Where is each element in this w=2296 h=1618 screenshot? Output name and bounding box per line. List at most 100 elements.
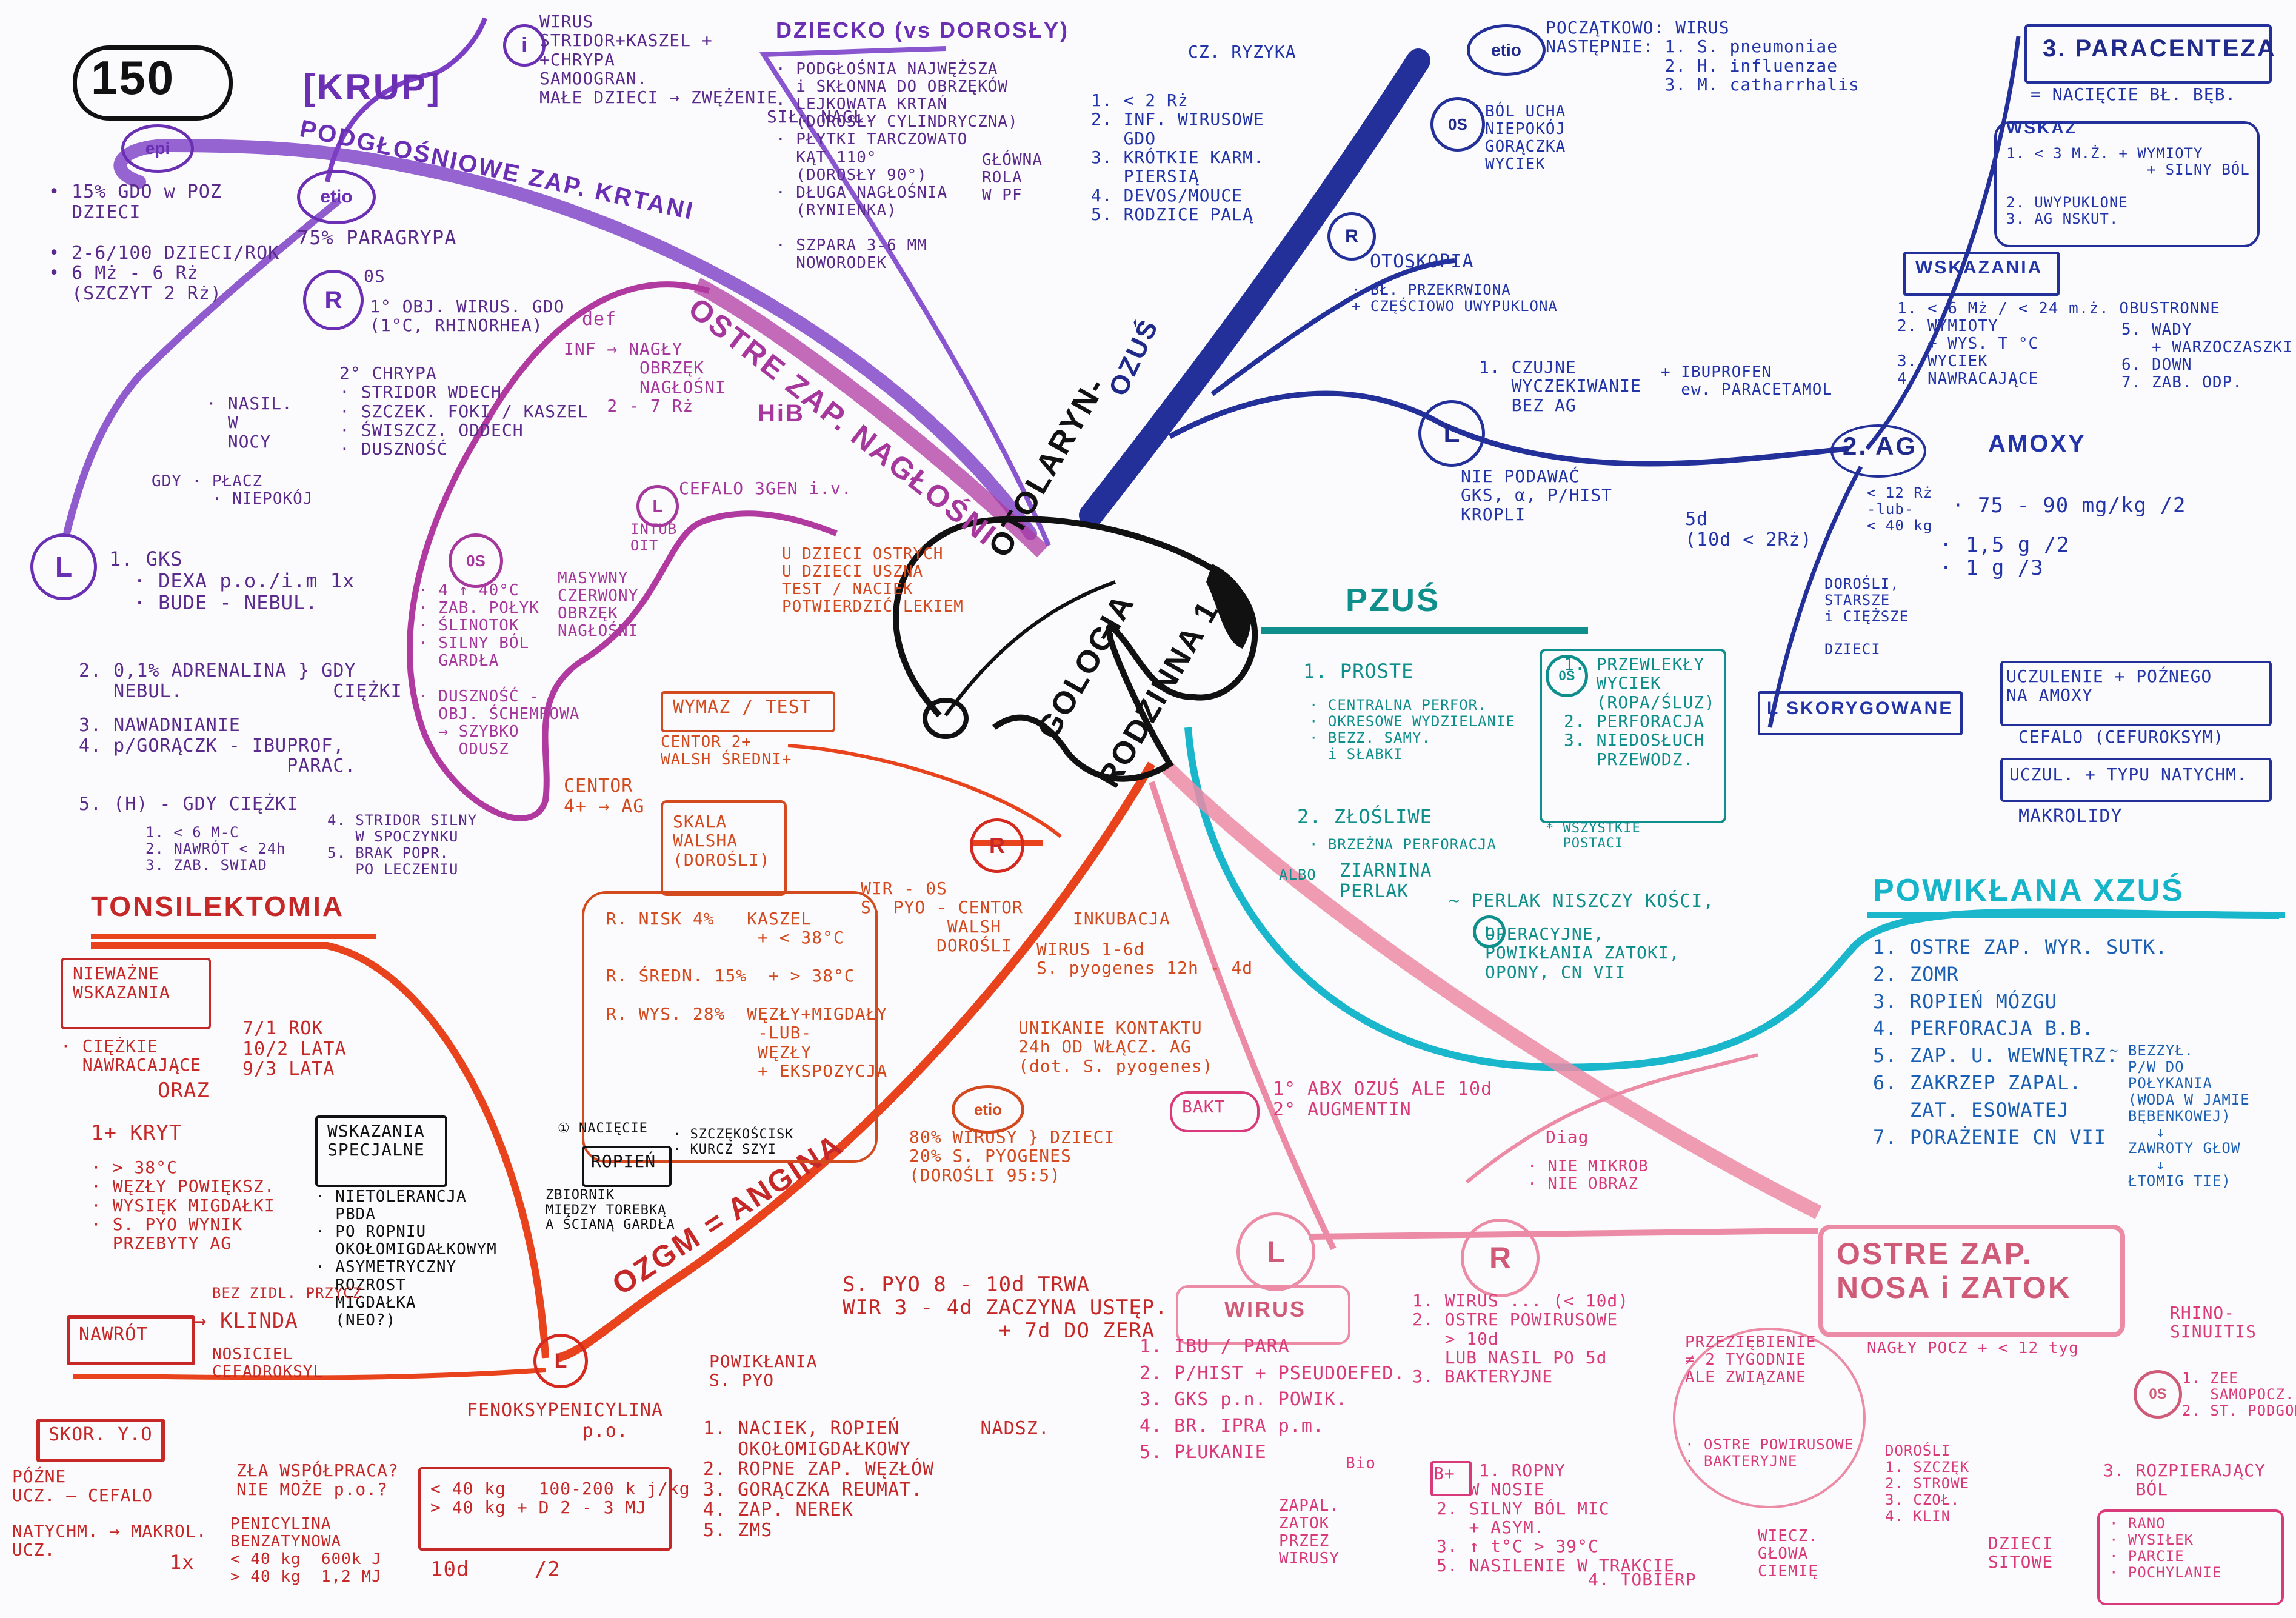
sinusitis-diag: Diag (1546, 1127, 1589, 1147)
otitis-lek1v: CEFALO (CEFUROKSYM) (2018, 727, 2224, 747)
croup-l-icon: L (30, 533, 97, 600)
ear-outer (893, 516, 1258, 782)
pharyngitis-ropien: ROPIEŃ (591, 1151, 656, 1171)
croup-top-branch (325, 17, 487, 182)
otitis-paracentesis: 3. PARACENTEZA (2043, 35, 2277, 62)
croup-epi-icon: epi (121, 124, 194, 173)
tonsil-peni: PENICYLINA BENZATYNOWA < 40 kg 600k J > … (230, 1515, 382, 1586)
croup-etio: 75% PARAGRYPA (297, 226, 457, 249)
croup-l5-list2: 4. STRIDOR SILNY W SPOCZYNKU 5. BRAK POP… (327, 812, 478, 878)
tonsil-skor: SKOR. Y.O (48, 1424, 153, 1445)
otitis-os-list: BÓL UCHA NIEPOKÓJ GORĄCZKA WYCIEK (1485, 102, 1566, 174)
otitis-lek1: UCZULENIE + POŹNEGO NA AMOXY (2006, 666, 2212, 706)
otitis-otoscopy-list: · BŁ. PRZEKRWIONA + CZĘŚCIOWO UWYPUKLONA (1352, 281, 1558, 315)
epiglottitis-swollen: MASYWNY CZERWONY OBRZĘK NAGŁOŚNI (558, 569, 639, 641)
pzus-p2-list: · BRZEŻNA PERFORACJA (1309, 836, 1497, 853)
croup-info: WIRUS STRIDOR+KASZEL + +CHRYPA SAMOOGRAN… (539, 12, 875, 127)
tonsil-nawrot: NAWRÓT (79, 1324, 149, 1345)
otitis-ibu: + IBUPROFEN ew. PARACETAMOL (1661, 363, 1833, 399)
tonsil-skor-box (36, 1419, 165, 1462)
pharyngitis-child: U DZIECI OSTRYCH U DZIECI USZNA TEST / N… (782, 545, 964, 617)
child-side: GŁÓWNA ROLA W PF (982, 151, 1043, 205)
otitis-r-icon: R (1327, 212, 1376, 261)
page-number: 150 (91, 51, 176, 104)
epiglottitis-symptoms: · 4 ↑ 40°C · ZAB. POŁYK · ŚLINOTOK · SIL… (418, 581, 580, 758)
pharyngitis-scale-rows-box (582, 891, 878, 1163)
otitis-lek-label: L SKORYGOWANE (1767, 698, 1954, 718)
otitis-lek2: UCZUL. + TYPU NATYCHM. (2009, 764, 2248, 784)
sinusitis-bio: Bio (1346, 1454, 1376, 1473)
epiglottitis-l-icon: L (636, 485, 679, 527)
pharyngitis-fenoksy: FENOKSYPENICYLINA p.o. (467, 1400, 664, 1442)
pharyngitis-scale-box (661, 800, 787, 896)
child-list: · PODGŁOŚNIA NAJWĘŻSZA i SKŁONNA DO OBRZ… (776, 60, 1018, 273)
ear-cap (1206, 564, 1251, 649)
pzus-p1-list: · CENTRALNA PERFOR. · OKRESOWE WYDZIELAN… (1309, 697, 1515, 763)
otitis-dose2: DOROŚLI, STARSZE i CIĘŻSZE DZIECI (1824, 575, 1909, 658)
otitis-branch (1079, 48, 1430, 527)
sinusitis-overlap: PRZEZIĘBIENIE ≠ 2 TYGODNIE ALE ZWIĄZANE (1685, 1333, 1817, 1387)
sinusitis-title-box (1818, 1225, 2125, 1337)
tonsillectomy-title: TONSILEKTOMIA (91, 891, 345, 922)
pharyngitis-wymaz: WYMAZ / TEST (673, 697, 812, 718)
sinusitis-rozpier-box (2097, 1509, 2284, 1605)
pharyngitis-branch (556, 761, 1156, 1362)
complicated-list: 1. OSTRE ZAP. WYR. SUTK. 2. ZOMR 3. ROPI… (1873, 935, 2168, 1149)
otitis-sub3 (1865, 36, 2021, 450)
epiglottitis-branch (693, 278, 1048, 558)
croup-subbranch (63, 197, 342, 535)
croup-info-icon: i (503, 24, 546, 67)
epiglottitis-loop (407, 281, 838, 821)
sinusitis-virus-box (1176, 1285, 1350, 1345)
ear-canal (923, 698, 969, 739)
croup-epi: • 15% GDO w POZ DZIECI • 2-6/100 DZIECI/… (48, 181, 280, 304)
sinusitis-os-icon: 0S (2134, 1370, 2182, 1419)
sinusitis-bakt: 1° ABX OZUŚ ALE 10d 2° AUGMENTIN (1273, 1078, 1493, 1120)
croup-title: [KRUP] (303, 67, 441, 107)
pharyngitis-incub-label: INKUBACJA (1073, 909, 1170, 929)
pzus-title: PZUŚ (1346, 582, 1441, 618)
sinusitis-overlap-list: · OSTRE POWIRUSOWE · BAKTERYJNE (1685, 1436, 1854, 1469)
croup-etio-icon: etio (297, 170, 376, 224)
pzus-l-icon: L (1473, 915, 1506, 948)
otitis-ag-box (1830, 424, 1926, 478)
otitis-lek2-box (2000, 758, 2272, 802)
pzus-os-list: 1. PRZEWLEKŁY WYCIEK (ROPA/ŚLUZ) 2. PERF… (1564, 654, 1716, 769)
croup-night: · NASIL. W NOCY (206, 393, 293, 452)
croup-r-icon: R (303, 270, 364, 330)
pzus-os-box (1540, 649, 1726, 823)
pharyngitis-centor: CENTOR 2+ WALSH ŚREDNI+ (661, 733, 792, 769)
tonsil-plus: 1+ KRYT (91, 1121, 182, 1145)
tonsil-oraz: ORAZ (158, 1078, 210, 1103)
pzus-p2b: ZIARNINA PERLAK (1340, 860, 1432, 902)
pharyngitis-r-list: WIR - 0S S. PYO - CENTOR WALSH DOROŚLI (861, 878, 1023, 956)
otitis-etio: POCZĄTKOWO: WIRUS NASTĘPNIE: 1. S. pneum… (1546, 18, 1860, 95)
tonsil-branch (91, 942, 549, 1359)
pharyngitis-wymaz-box (661, 691, 835, 732)
otitis-wskaz: 1. < 3 M.Ż. + WYMIOTY + SILNY BÓL 2. UWY… (2006, 145, 2250, 227)
complicated-title: POWIKŁANA XZUŚ (1873, 873, 2184, 908)
pharyngitis-sub (787, 744, 1062, 838)
sinusitis-diag-list: · NIE MIKROB · NIE OBRAZ (1527, 1157, 1649, 1194)
sinusitis-l-icon: L (1236, 1212, 1315, 1291)
tonsil-question: ZŁA WSPÓŁPRACA? NIE MOŻE p.o.? (236, 1460, 399, 1500)
sinusitis-os-list: 1. ZEE SAMOPOCZ. 2. ST. PODGOR. (2182, 1369, 2296, 1419)
pharyngitis-ropien-box (582, 1146, 672, 1187)
otitis-wskaz-label: WSKAZ (2006, 118, 2078, 137)
sinusitis-b3-box (1430, 1461, 1472, 1496)
pharyngitis-ropien-note: ZBIORNIK MIĘDZY TOREBKĄ A ŚCIANĄ GARDŁA (546, 1188, 675, 1233)
otitis-dose2v: · 1,5 g /2 · 1 g /3 (1940, 533, 2070, 581)
croup-l1: 1. GKS · DEXA p.o./i.m 1x · BUDE - NEBUL… (109, 547, 355, 614)
pharyngitis-dose: < 40 kg 100-200 k j/kg > 40 kg + D 2 - 3… (430, 1479, 690, 1518)
complicated-side: ~ BEZZYŁ. P/W DO POŁYKANIA (WODA W JAMIE… (2109, 1042, 2250, 1189)
epiglottitis-os-icon: 0S (449, 533, 503, 588)
epiglottitis-intub: INTUB OIT (630, 521, 678, 554)
epiglottitis-hib: HiB (758, 400, 805, 427)
sinusitis-r-list: 1. WIRUS ... (< 10d) 2. OSTRE POWIRUSOWE… (1412, 1291, 1629, 1387)
otitis-lek1-box (2000, 661, 2272, 726)
otitis-days: 5d (10d < 2Rż) (1685, 509, 1812, 550)
sinusitis-wiek: WIECZ. GŁOWA CIEMIĘ (1758, 1527, 1818, 1581)
epiglottitis-def: INF → NAGŁY OBRZĘK NAGŁOŚNI 2 - 7 Rż (564, 339, 726, 416)
